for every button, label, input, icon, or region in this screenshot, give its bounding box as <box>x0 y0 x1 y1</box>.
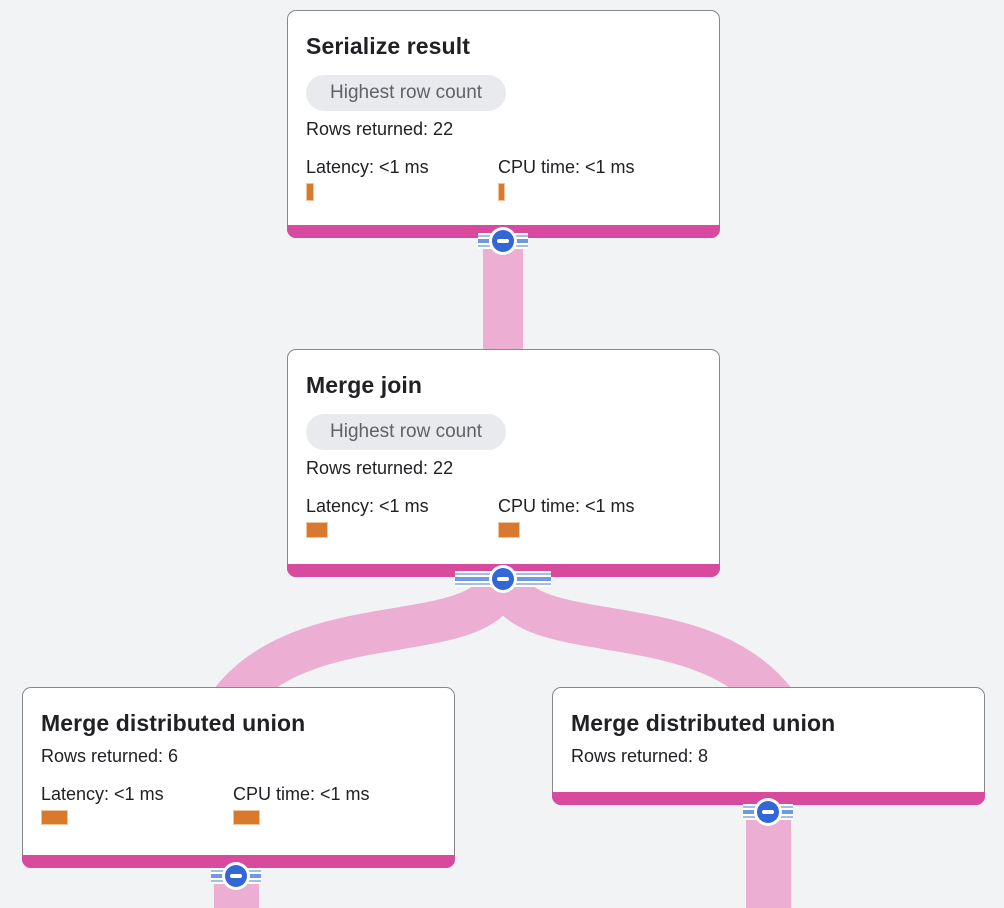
latency-label: Latency: <1 ms <box>306 157 429 177</box>
minus-icon <box>225 865 247 887</box>
rows-returned-text: Rows returned: 22 <box>306 119 454 139</box>
collapse-button-merge-distributed-union-right[interactable] <box>743 801 793 823</box>
highest-row-count-badge: Highest row count <box>306 414 507 450</box>
edge-merge-join-to-left-union <box>215 568 524 714</box>
minus-icon <box>492 230 514 252</box>
collapse-button-merge-distributed-union-left[interactable] <box>211 865 261 887</box>
latency-label: Latency: <1 ms <box>41 784 164 804</box>
node-title: Merge join <box>306 372 423 398</box>
collapse-button-serialize-result[interactable] <box>478 230 528 252</box>
cpu-time-bar <box>498 183 505 201</box>
cpu-time-label: CPU time: <1 ms <box>233 784 370 804</box>
plan-node-merge-join[interactable]: Merge join Highest row count Rows return… <box>287 349 720 577</box>
latency-label: Latency: <1 ms <box>306 496 429 516</box>
cpu-time-bar <box>233 810 260 825</box>
edge-right-union-to-children <box>746 806 791 908</box>
cpu-time-label: CPU time: <1 ms <box>498 496 635 516</box>
node-accent-bar <box>22 855 455 868</box>
node-title: Merge distributed union <box>41 710 306 736</box>
plan-node-merge-distributed-union-left[interactable]: Merge distributed union Rows returned: 6… <box>22 687 455 868</box>
collapse-button-merge-join[interactable] <box>455 568 551 590</box>
highest-row-count-badge: Highest row count <box>306 75 507 111</box>
edge-merge-join-to-right-union <box>482 568 791 714</box>
edge-serialize-to-merge-join <box>483 234 523 356</box>
node-title: Serialize result <box>306 33 470 59</box>
minus-icon <box>492 568 514 590</box>
cpu-time-bar <box>498 522 520 538</box>
rows-returned-text: Rows returned: 8 <box>571 746 709 766</box>
latency-bar <box>306 522 328 538</box>
plan-node-merge-distributed-union-right[interactable]: Merge distributed union Rows returned: 8 <box>552 687 985 805</box>
rows-returned-text: Rows returned: 22 <box>306 458 454 478</box>
latency-bar <box>306 183 314 201</box>
minus-icon <box>757 801 779 823</box>
node-title: Merge distributed union <box>571 710 836 736</box>
latency-bar <box>41 810 68 825</box>
cpu-time-label: CPU time: <1 ms <box>498 157 635 177</box>
node-accent-bar <box>552 792 985 805</box>
plan-node-serialize-result[interactable]: Serialize result Highest row count Rows … <box>287 10 720 238</box>
rows-returned-text: Rows returned: 6 <box>41 746 179 766</box>
